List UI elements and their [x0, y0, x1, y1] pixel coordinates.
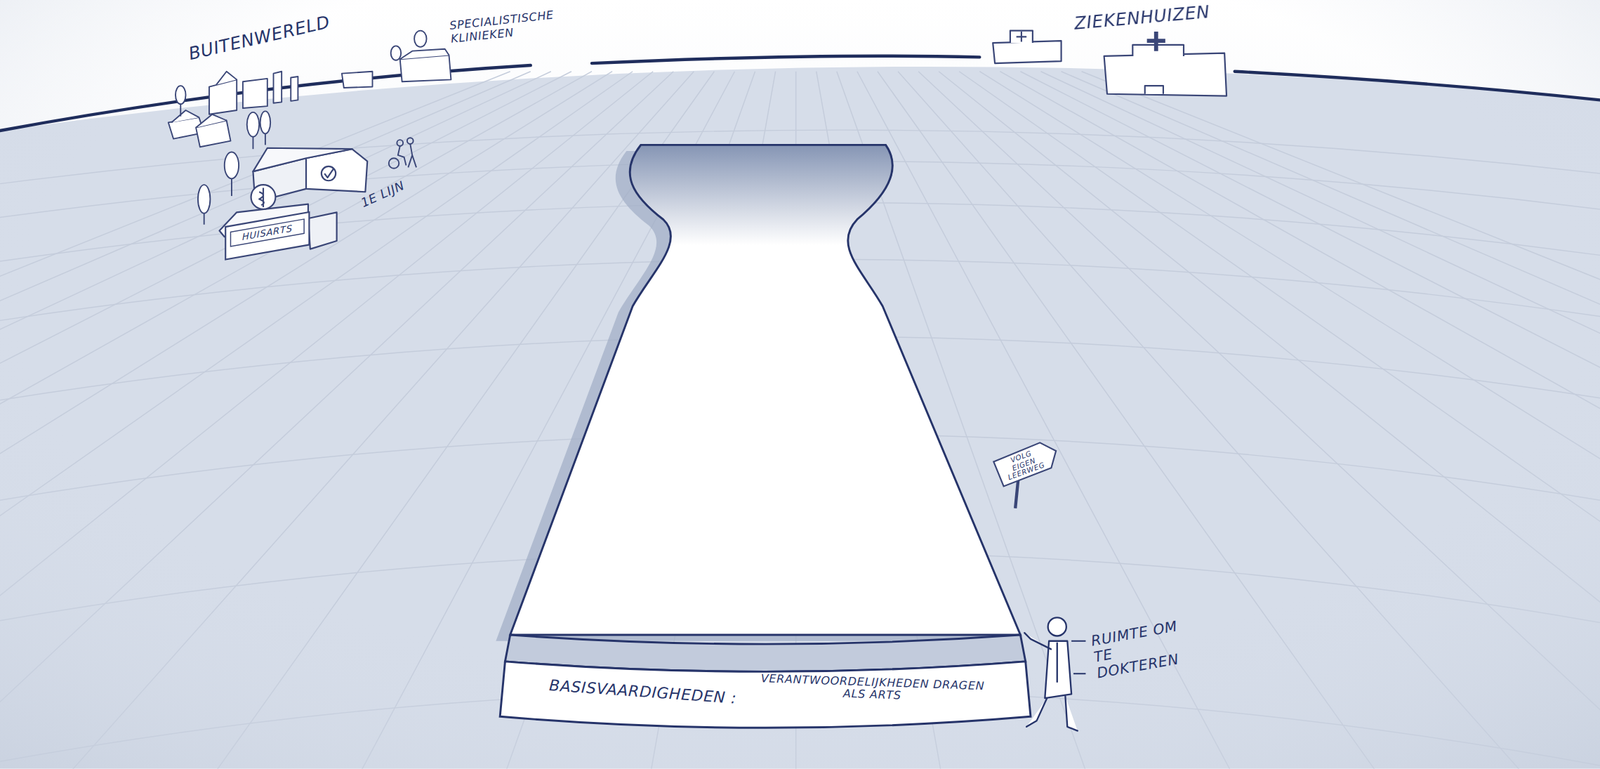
sign-board: [992, 438, 1061, 487]
town-buildings: [195, 114, 227, 128]
trees: [264, 133, 267, 145]
hospital-buildings: [1016, 31, 1028, 43]
hospital-buildings: [1010, 30, 1033, 43]
hospital-buildings: [992, 30, 1227, 97]
town-buildings: [209, 79, 237, 114]
trees: [197, 184, 210, 214]
slab-top: [510, 144, 1021, 635]
town-buildings: [414, 30, 427, 48]
trees: [175, 85, 187, 104]
wheelchair-figure: [388, 157, 400, 169]
wheelchair-figure: [388, 137, 417, 169]
town-buildings: [216, 71, 237, 85]
wheelchair-figure: [407, 137, 414, 144]
wheelchair-figure: [407, 143, 417, 168]
doctor-figure: [1024, 617, 1078, 731]
town-buildings: [171, 110, 199, 123]
hospital-buildings: [1104, 53, 1227, 97]
trees: [224, 152, 239, 180]
wheelchair-figure: [396, 139, 403, 147]
slab-front: [499, 661, 1031, 728]
town-buildings: [341, 71, 373, 88]
town-buildings: [273, 71, 283, 104]
node-outline: [499, 142, 1036, 745]
doctor-figure: [1048, 617, 1067, 636]
hospital-buildings: [1145, 85, 1164, 95]
hospital-buildings: [992, 40, 1061, 64]
doctor-figure: [1026, 695, 1078, 731]
town-buildings: [400, 49, 450, 60]
hospital-buildings: [1147, 31, 1166, 52]
doctor-figure: [1024, 632, 1051, 649]
health-centre: [321, 166, 336, 181]
trees: [247, 112, 260, 137]
doctor-figure: [1056, 643, 1059, 682]
doctor-figure: [1044, 640, 1072, 698]
trees: [230, 178, 233, 196]
foundation-slab: BASISVAARDIGHEDEN :VERANTWOORDELIJKHEDEN…: [499, 142, 1036, 745]
trees: [179, 103, 182, 116]
trees: [203, 213, 206, 225]
town-buildings: [400, 54, 452, 82]
town-buildings: [242, 78, 268, 109]
town-buildings: [391, 45, 402, 60]
health-centre: [324, 168, 334, 178]
trees: [252, 136, 255, 149]
leader-line: [1071, 640, 1086, 674]
huisarts-building: [251, 184, 276, 210]
town-buildings: [290, 76, 298, 102]
trees: [260, 110, 271, 134]
huisarts-building: [259, 187, 264, 208]
health-centre: [252, 148, 352, 172]
horizon-line: [0, 56, 1600, 131]
node-outline: [495, 144, 1031, 728]
huisarts-building: [308, 212, 337, 249]
